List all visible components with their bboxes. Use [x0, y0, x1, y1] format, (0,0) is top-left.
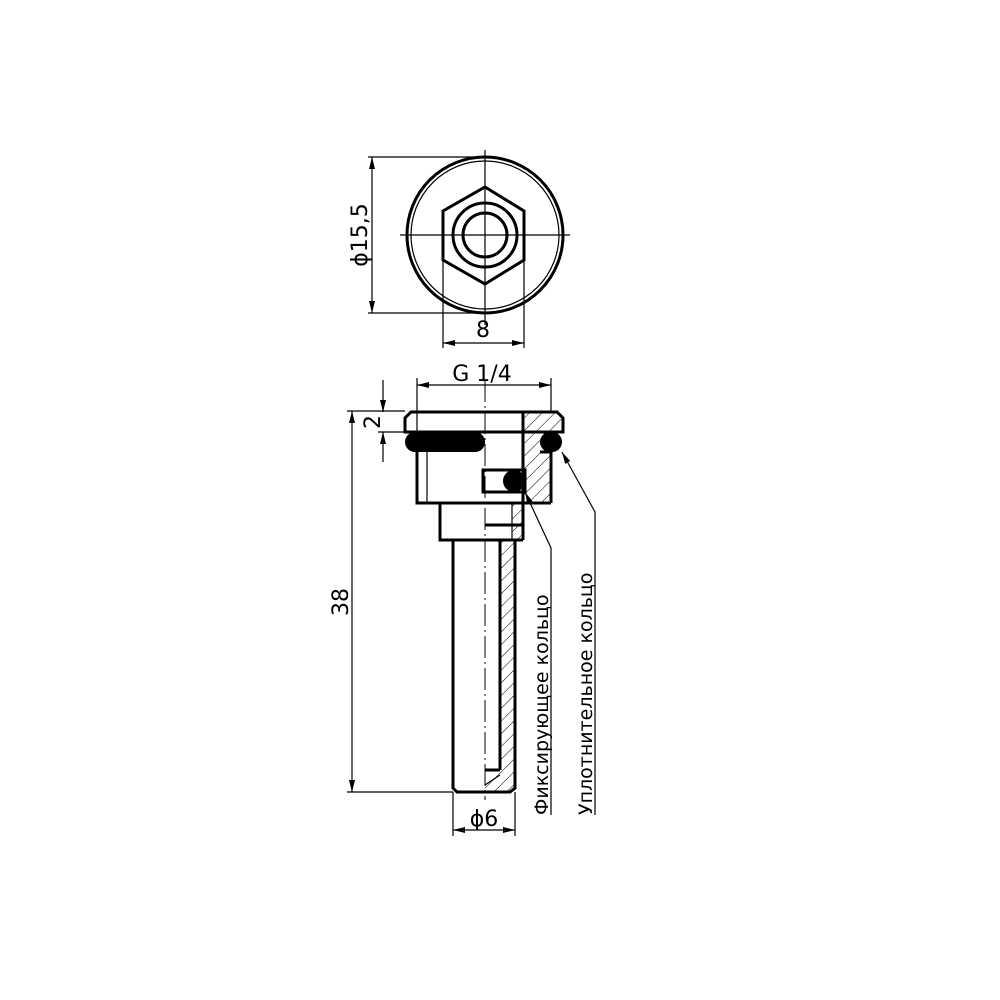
flange [403, 410, 565, 434]
fixing-ring [503, 470, 525, 492]
dim-tube-diameter-label: ϕ6 [470, 807, 499, 832]
dim-length-label: 38 [329, 588, 354, 616]
dim-thread-label: G 1/4 [452, 362, 511, 387]
top-view: ϕ15,5 8 [348, 150, 570, 348]
dim-hex-label: 8 [476, 318, 490, 343]
dim-diameter-label: ϕ15,5 [348, 203, 373, 267]
tube [451, 540, 517, 794]
fixing-ring-leader [524, 491, 552, 815]
side-view: G 1/4 2 38 ϕ6 Фиксирующее кольцо Уплотни… [329, 362, 597, 836]
dim-flange-label: 2 [361, 415, 386, 429]
fixing-ring-label: Фиксирующее кольцо [531, 594, 553, 815]
sealing-ring-leader [561, 451, 596, 815]
sealing-ring-label: Уплотнительное кольцо [575, 573, 597, 815]
sealing-ring-right [540, 432, 562, 452]
sealing-ring-left [405, 432, 485, 452]
